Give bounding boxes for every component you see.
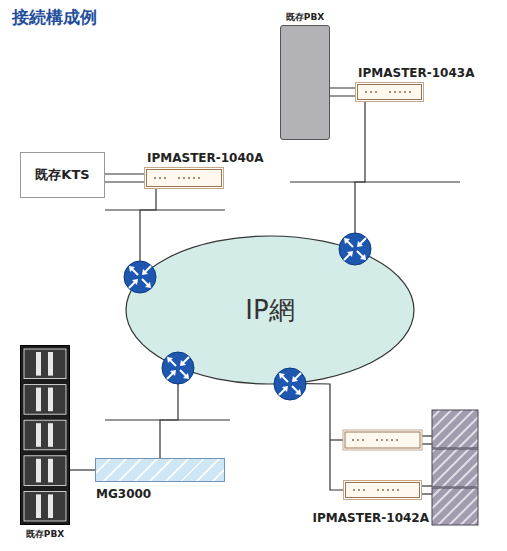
- rack-slot: [48, 494, 53, 518]
- network-cable: [160, 367, 178, 458]
- device-led: [387, 489, 389, 491]
- rack-slot: [36, 352, 41, 376]
- rack-unit: [24, 349, 66, 379]
- network-cable: [355, 100, 365, 250]
- rack-slot: [48, 423, 53, 447]
- rack-unit: [24, 385, 66, 415]
- rack-slot: [48, 388, 53, 412]
- network-cable: [330, 88, 357, 96]
- rack-slot: [36, 494, 41, 518]
- device-led: [154, 177, 156, 179]
- router-icon: [124, 261, 156, 293]
- device-leds: [346, 483, 419, 497]
- device-led: [353, 489, 355, 491]
- device-led: [382, 489, 384, 491]
- pbx-rack: 既存PBX: [20, 345, 70, 525]
- device-led: [164, 177, 166, 179]
- device-led: [159, 177, 161, 179]
- node-label: IPMASTER-1042A: [313, 511, 429, 525]
- gateway-device: IPMASTER-1042A: [345, 482, 420, 498]
- node-label: IPMASTER-1040A: [147, 151, 263, 165]
- device-led: [409, 91, 411, 93]
- device-led: [193, 177, 195, 179]
- rack-unit: [24, 491, 66, 521]
- device-led: [404, 91, 406, 93]
- rack-units: [21, 346, 69, 524]
- pbx-rack: [432, 410, 478, 525]
- rack-slot: [36, 388, 41, 412]
- router-icon: [162, 352, 194, 384]
- node-label: 既存PBX: [286, 11, 324, 24]
- gateway-device: IPMASTER-1043A: [357, 84, 422, 100]
- node-label: 既存KTS: [35, 166, 89, 184]
- network-outline: [126, 236, 414, 384]
- device-led: [358, 489, 360, 491]
- diagram-title: 接続構成例: [12, 6, 97, 29]
- router-icon: [274, 368, 306, 400]
- network-cable: [70, 469, 95, 470]
- device-led: [178, 177, 180, 179]
- device-led: [198, 177, 200, 179]
- device-led: [375, 91, 377, 93]
- device-led: [365, 91, 367, 93]
- network-cable: [105, 174, 146, 182]
- network-cable: [140, 187, 156, 278]
- node-label: MG3000: [96, 487, 151, 501]
- rack-slot: [36, 423, 41, 447]
- device-led: [397, 489, 399, 491]
- rack-slot: [48, 352, 53, 376]
- device-led: [377, 489, 379, 491]
- rack-unit: [24, 420, 66, 450]
- gateway-device: IPMASTER-1040A: [146, 169, 222, 187]
- gateway-device: [343, 430, 422, 450]
- device-led: [370, 91, 372, 93]
- rack-slot: [48, 459, 53, 483]
- network-cloud: IP網: [125, 235, 415, 385]
- lan-bus: [105, 182, 460, 494]
- device-leds: [358, 85, 421, 99]
- rack-slot: [36, 459, 41, 483]
- device-leds: [147, 170, 221, 186]
- device-led: [394, 91, 396, 93]
- device-led: [188, 177, 190, 179]
- node-label: IPMASTER-1043A: [358, 66, 474, 80]
- node-label: IP網: [245, 293, 294, 328]
- device-led: [399, 91, 401, 93]
- network-cable: [290, 383, 345, 490]
- router-icon: [339, 233, 371, 265]
- pbx-cabinet: 既存PBX: [280, 25, 330, 140]
- device-led: [183, 177, 185, 179]
- kts-box: 既存KTS: [20, 152, 105, 198]
- device-led: [389, 91, 391, 93]
- device-led: [392, 489, 394, 491]
- device-led: [363, 489, 365, 491]
- media-gateway: MG3000: [95, 458, 225, 482]
- rack-unit: [24, 456, 66, 486]
- node-label: 既存PBX: [26, 528, 64, 541]
